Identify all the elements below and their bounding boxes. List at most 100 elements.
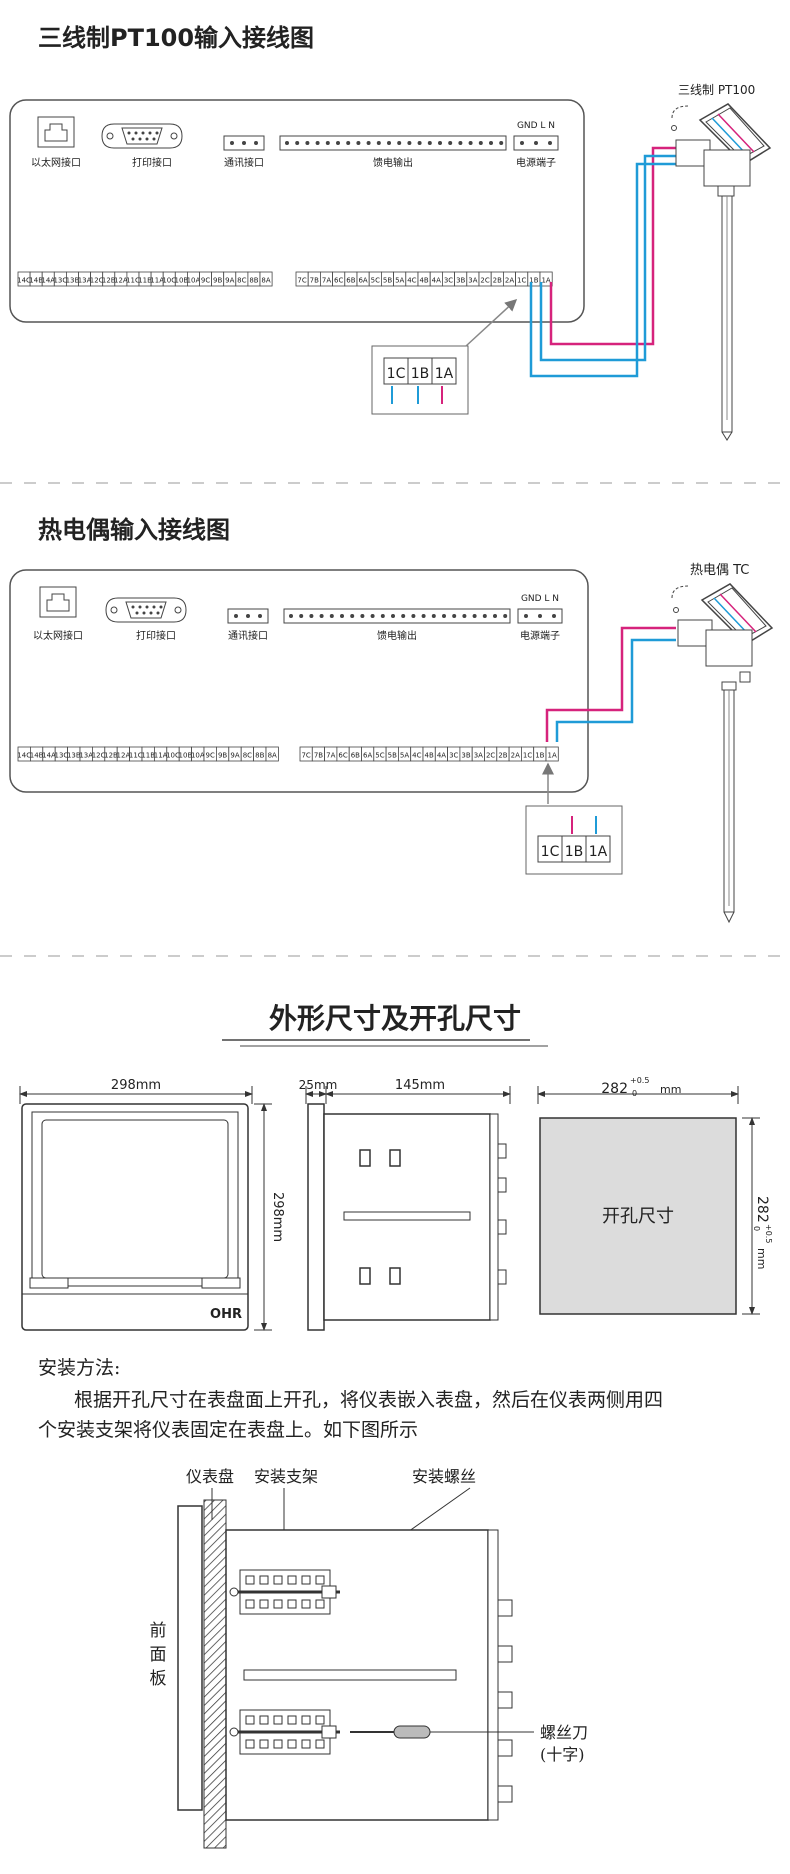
install-diagram: 仪表盘 安装支架 安装螺丝 [150,1467,588,1849]
dimensions-title: 外形尺寸及开孔尺寸 [269,1002,521,1035]
terminal-dot [329,614,334,618]
terminal-label: 6C [334,277,343,285]
terminal-label: 14C [17,277,31,285]
label-front-char: 前 [150,1621,167,1641]
label-bracket: 安装支架 [254,1467,318,1486]
tc-sensor-label: 热电偶 TC [690,563,749,578]
feed-label: 馈电输出 [373,156,413,169]
terminal-label: 14A [42,752,56,760]
install-paragraph-line2: 个安装支架将仪表固定在表盘上。如下图所示 [38,1419,418,1441]
terminal-label: 13C [55,752,69,760]
terminal-dot [346,141,351,145]
front-width-label: 298mm [111,1078,161,1093]
terminal-label: 14C [17,752,31,760]
cutout-width-unit: mm [660,1083,681,1096]
terminal-label: 7C [297,277,306,285]
terminal-dot [478,141,483,145]
terminal-dot [407,141,412,145]
terminal-label: 9A [225,277,234,285]
terminal-dot [350,614,355,618]
terminal-label: 9C [206,752,215,760]
terminal-label: 3B [461,752,470,760]
terminal-label: 12C [92,752,106,760]
terminal-dot [421,614,426,618]
mounting-bracket-bottom [229,1709,340,1755]
terminal-label: 8C [237,277,246,285]
pt100-sensor-label: 三线制 PT100 [678,83,755,97]
terminal-label: 1A [548,752,557,760]
pt100-title: 三线制PT100输入接线图 [38,24,314,52]
power-terms-label: GND L N [517,121,555,131]
tc-instrument-panel: 以太网接口 打印接口 通讯接口 馈电输出 GND L N 电源端子 14C14B… [9,569,589,793]
mounting-bracket-top [229,1569,340,1615]
terminal-label: 5C [375,752,384,760]
depth-body-label: 145mm [395,1078,445,1093]
terminal-dot [319,614,324,618]
terminal-label: 11A [150,277,164,285]
terminal-label: 3B [456,277,465,285]
terminal-dot [376,141,381,145]
terminal-label: 6A [363,752,372,760]
terminal-dot [315,141,320,145]
terminal-label: 8B [249,277,258,285]
terminal-label: 4A [432,277,441,285]
terminal-label: 14B [29,277,43,285]
terminal-dot [482,614,487,618]
feed-terminal [279,135,507,151]
terminal-dot [360,614,365,618]
terminal-label: 6B [346,277,355,285]
terminal-dot [370,614,375,618]
terminal-label: 12B [104,752,118,760]
terminal-label: 13A [79,752,93,760]
terminal-label: 2A [505,277,514,285]
terminal-label: 11B [138,277,152,285]
terminal-dot [499,141,504,145]
cutout-height-tol-lower: 0 [752,1226,761,1231]
terminal-dot [285,141,289,145]
terminal-label: 3C [449,752,458,760]
terminal-label: 11B [141,752,155,760]
terminal-dot [468,141,473,145]
power-terminal [513,135,559,151]
zoom-term-1b: 1B [411,366,430,382]
terminal-label: 5B [383,277,392,285]
front-height-label: 298mm [270,1192,285,1242]
comm-terminal [227,608,269,624]
pt100-sensor-icon [671,103,772,441]
terminal-dot [489,141,493,145]
terminal-dot [427,141,432,145]
terminal-label: 2C [486,752,495,760]
terminal-label: 1A [541,277,550,285]
print-port-label: 打印接口 [132,156,172,169]
pt100-zoom-box: 1C 1B 1A [371,345,469,415]
print-port-icon [101,123,183,149]
pt100-instrument-panel: 以太网接口 打印接口 通讯接口 馈电输出 GND L N 电源端子 [9,99,585,323]
terminal-label: 4A [437,752,446,760]
terminal-label: 12C [90,277,104,285]
terminal-label: 12B [102,277,116,285]
zoom-arrow [465,298,518,347]
label-screw: 安装螺丝 [412,1467,476,1486]
terminal-label: 8B [255,752,264,760]
terminal-label: 8A [268,752,277,760]
terminal-label: 11C [129,752,143,760]
tc-title: 热电偶输入接线图 [38,516,230,544]
cutout-height-unit: mm [755,1248,768,1269]
screwdriver-icon [350,1725,534,1739]
ethernet-label: 以太网接口 [31,156,81,169]
terminal-label: 7B [310,277,319,285]
power-label: 电源端子 [516,156,556,169]
terminal-label: 2C [480,277,489,285]
terminal-label: 10B [179,752,193,760]
terminal-label: 7C [301,752,310,760]
terminal-label: 4C [407,277,416,285]
terminal-label: 13B [66,277,80,285]
terminal-label: 13C [53,277,67,285]
cutout-height-label: 282 [754,1196,770,1223]
terminal-dot [462,614,467,618]
terminal-label: 5A [395,277,404,285]
terminal-label: 7A [326,752,335,760]
terminal-label: 11A [154,752,168,760]
terminal-dot [295,141,300,145]
